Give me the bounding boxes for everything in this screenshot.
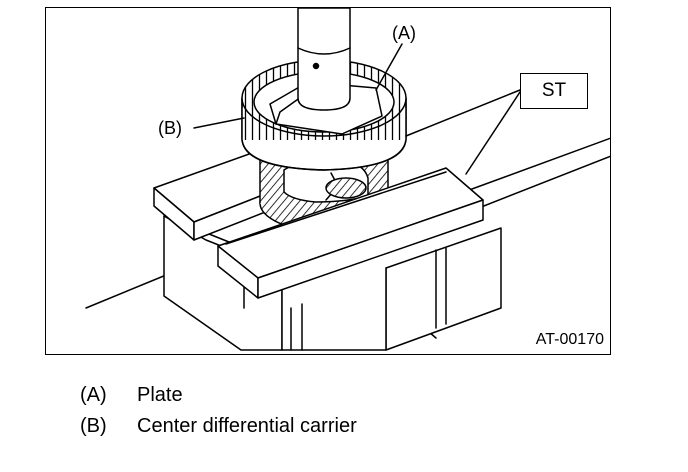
press-fixture-drawing xyxy=(85,8,610,351)
press-shaft xyxy=(297,8,351,111)
callout-a-label: (A) xyxy=(392,23,416,43)
legend-key: (B) xyxy=(80,415,107,437)
callout-b-label: (B) xyxy=(158,118,182,138)
table-edge-right-lower xyxy=(465,155,610,214)
illustration-frame: (A) (B) ST AT-00170 xyxy=(45,7,611,355)
leader-b xyxy=(193,117,245,129)
callout-st-box: ST xyxy=(520,73,588,109)
table-edge-right-upper xyxy=(460,137,610,194)
figure-id: AT-00170 xyxy=(535,331,604,348)
table-edge-left xyxy=(85,272,172,309)
leader-st-1 xyxy=(405,89,521,137)
leader-a xyxy=(375,43,403,91)
legend-key: (A) xyxy=(80,384,107,406)
leader-st-2 xyxy=(465,91,521,175)
legend-text: Center differential carrier xyxy=(137,415,357,437)
legend-text: Plate xyxy=(137,384,183,406)
callout-st-label: ST xyxy=(541,80,567,101)
